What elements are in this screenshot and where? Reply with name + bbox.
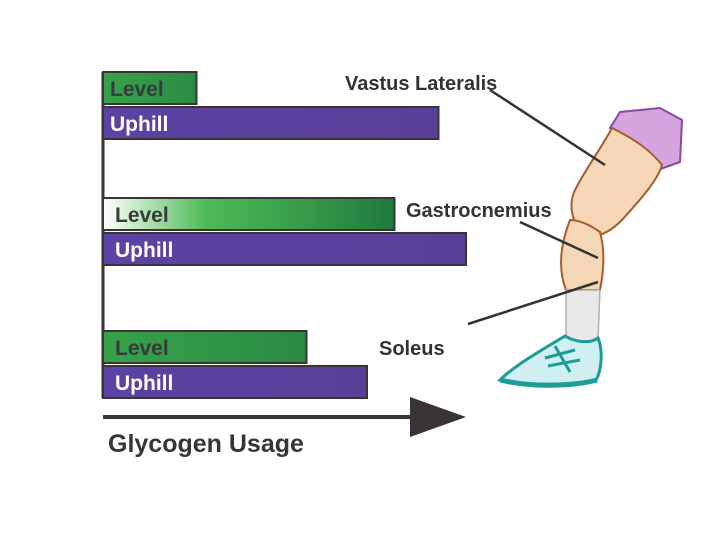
pointer-line-gastrocnemius [519, 220, 599, 260]
pointer-line-soleus [467, 280, 599, 326]
bar-uphill-gastrocnemius [102, 232, 467, 266]
bar-level-soleus [102, 330, 308, 364]
bar-level-gastrocnemius [102, 197, 396, 231]
bar-label-uphill-vastus-lateralis: Uphill [110, 113, 168, 136]
category-label-soleus: Soleus [379, 338, 445, 360]
bar-label-uphill-soleus: Uphill [115, 372, 173, 395]
category-label-vastus-lateralis: Vastus Lateralis [345, 73, 497, 95]
bar-level-vastus-lateralis [102, 71, 198, 105]
bar-uphill-soleus [102, 365, 368, 399]
bar-label-level-soleus: Level [115, 337, 169, 360]
bar-label-level-vastus-lateralis: Level [110, 78, 164, 101]
bar-label-uphill-gastrocnemius: Uphill [115, 239, 173, 262]
x-axis-title: Glycogen Usage [108, 430, 304, 458]
leg-with-running-shoe-icon [496, 106, 684, 388]
pointer-line-vastus-lateralis [489, 88, 606, 167]
bar-label-level-gastrocnemius: Level [115, 204, 169, 227]
category-label-gastrocnemius: Gastrocnemius [406, 200, 552, 222]
bar-uphill-vastus-lateralis [102, 106, 440, 140]
